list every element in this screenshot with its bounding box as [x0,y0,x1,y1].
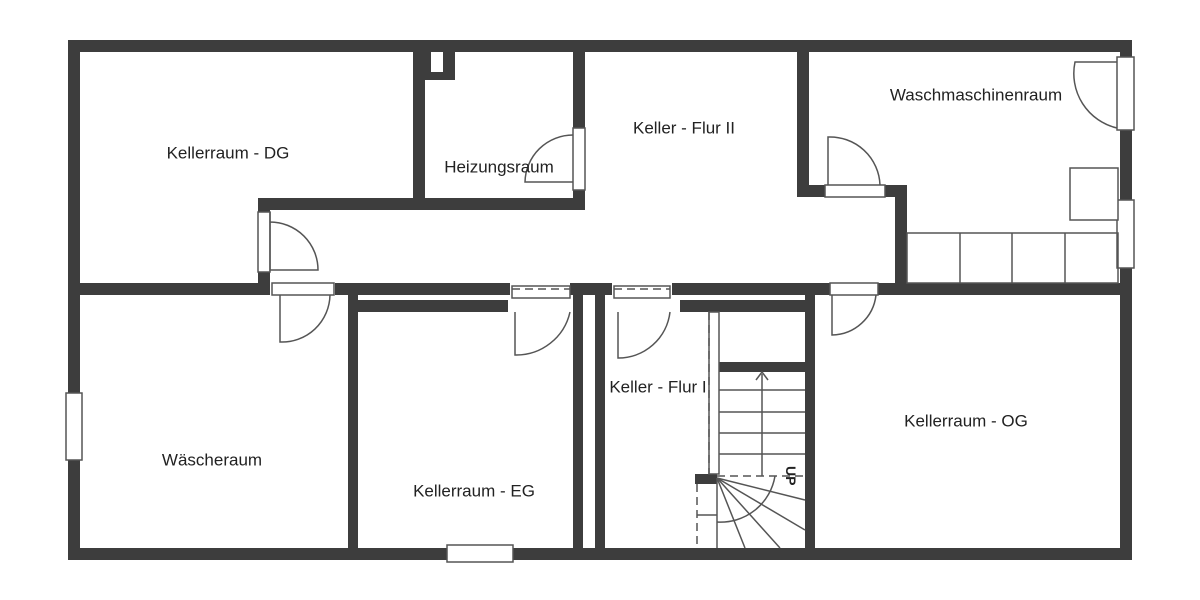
room-label-keller-flur-ii: Keller - Flur II [633,118,735,137]
room-label-kellerraum-og: Kellerraum - OG [904,411,1028,430]
room-label-kellerraum-dg: Kellerraum - DG [167,143,290,162]
room-label-keller-flur-i: Keller - Flur I [609,377,706,396]
doors [257,61,1118,359]
room-labels: Kellerraum - DG Heizungsraum Keller - Fl… [162,85,1062,500]
room-label-waschmaschinenraum: Waschmaschinenraum [890,85,1062,104]
fixtures [906,167,1119,284]
stairs-up-label: UP [783,466,799,485]
room-label-heizungsraum: Heizungsraum [444,157,554,176]
windows [65,56,1135,563]
room-label-waescheraum: Wäscheraum [162,450,262,469]
walls [68,40,1132,560]
staircase: UP [696,311,806,549]
room-label-kellerraum-eg: Kellerraum - EG [413,481,535,500]
